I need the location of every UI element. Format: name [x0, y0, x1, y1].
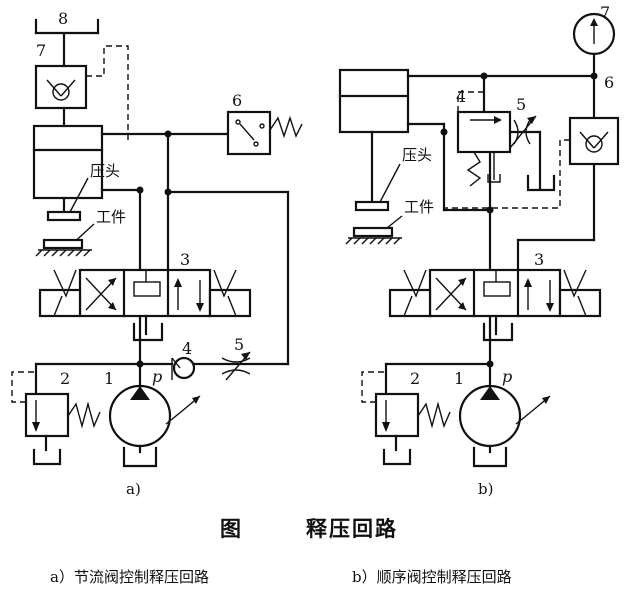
figure-title-prefix: 图	[220, 517, 243, 541]
label-b1: 1	[454, 369, 464, 388]
label-8: 8	[58, 9, 68, 28]
check-valve-b6	[444, 116, 620, 209]
panel-b-sublabel: b)	[478, 480, 493, 498]
figure-caption: 图 释压回路 a）节流阀控制释压回路 b）顺序阀控制释压回路	[50, 517, 512, 586]
relief-valve-2	[11, 371, 101, 466]
relief-valve-b2	[361, 371, 451, 466]
label-b2: 2	[410, 369, 420, 388]
workpiece-a	[35, 238, 92, 257]
junction-b3	[440, 128, 448, 136]
panel-b-sequence-valve-release-circuit: 7 压头 工件	[338, 3, 620, 498]
pump-b1	[458, 384, 551, 468]
directional-valve-b3	[388, 268, 602, 342]
label-1: 1	[104, 369, 114, 388]
junction-a1	[164, 130, 172, 138]
label-5: 5	[234, 335, 244, 354]
label-p-b: p	[502, 367, 512, 386]
press-cylinder	[32, 106, 104, 222]
pipes-b	[384, 74, 596, 396]
throttle-valve-b5	[509, 115, 537, 149]
pipes-a	[34, 132, 290, 396]
label-p-a: p	[152, 367, 162, 386]
figure-title: 释压回路	[306, 517, 398, 541]
check-valve-4	[171, 356, 196, 380]
caption-b: b）顺序阀控制释压回路	[352, 568, 512, 586]
label-b6: 6	[604, 73, 614, 92]
label-6: 6	[232, 91, 242, 110]
junction-b2	[590, 72, 598, 80]
label-b3: 3	[534, 250, 544, 269]
check-valve-7	[34, 64, 88, 110]
pressure-switch-6	[226, 110, 303, 156]
label-press-head-b: 压头	[402, 146, 432, 164]
leader-press-head-b	[379, 163, 401, 203]
label-7: 7	[36, 41, 46, 60]
leader-press-head-a	[69, 177, 89, 213]
label-b5: 5	[516, 95, 526, 114]
panel-a-throttle-valve-release-circuit: 8 7 压头 工件	[11, 9, 303, 498]
pressure-gauge-7	[572, 12, 616, 120]
junction-a2	[136, 186, 144, 194]
label-b7: 7	[600, 3, 610, 22]
pilot-line-7	[86, 45, 129, 140]
label-workpiece-a: 工件	[96, 208, 126, 226]
label-press-head-a: 压头	[90, 162, 120, 180]
junction-b5	[486, 360, 494, 368]
label-4: 4	[182, 339, 192, 358]
panel-a-sublabel: a)	[126, 480, 141, 498]
label-workpiece-b: 工件	[404, 198, 434, 216]
workpiece-b	[345, 226, 402, 245]
junction-b1	[480, 72, 488, 80]
tank-a-valve	[132, 314, 164, 342]
label-3: 3	[180, 250, 190, 269]
junction-b4	[486, 206, 494, 214]
label-2: 2	[60, 369, 70, 388]
label-b4: 4	[456, 87, 466, 106]
junction-a3	[164, 188, 172, 196]
load-8	[34, 18, 100, 68]
directional-valve-3	[38, 268, 252, 318]
junction-a4	[136, 360, 144, 368]
sequence-valve-4	[456, 91, 512, 187]
press-cylinder-b	[338, 68, 410, 212]
pump-1	[108, 384, 201, 468]
throttle-valve-5	[221, 351, 251, 381]
caption-a: a）节流阀控制释压回路	[50, 568, 209, 586]
